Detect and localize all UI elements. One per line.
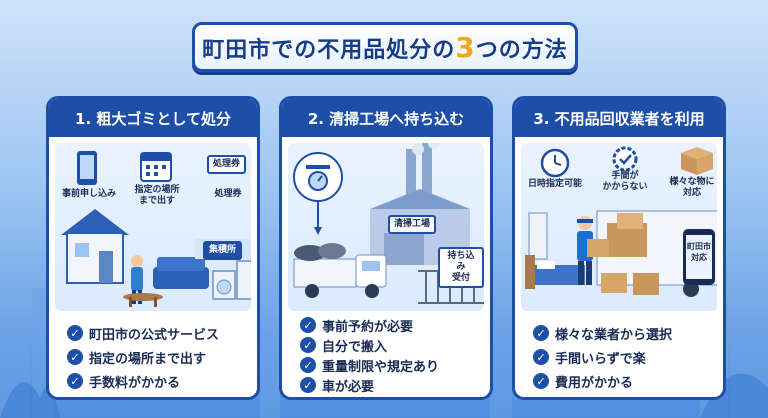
card-1-points: ✓町田市の公式サービス ✓指定の場所まで出す ✓手数料がかかる	[67, 321, 249, 393]
phone-icon	[77, 151, 97, 185]
smartphone-icon	[683, 229, 715, 285]
sofa-icon	[153, 257, 209, 289]
house-icon	[61, 209, 129, 284]
title-suffix: つの方法	[475, 37, 568, 63]
point-item: ✓自分で搬入	[300, 335, 482, 355]
ticket-tag: 処理券	[207, 155, 247, 174]
gear-check-icon	[612, 146, 638, 172]
card-1-title: 1. 粗大ゴミとして処分	[49, 99, 257, 137]
point-item: ✓指定の場所まで出す	[67, 345, 249, 369]
check-icon: ✓	[300, 377, 316, 393]
box-icon	[681, 147, 713, 175]
check-icon: ✓	[67, 349, 83, 365]
title-banner: 町田市での不用品処分の3つの方法	[192, 22, 578, 72]
check-icon: ✓	[300, 317, 316, 333]
label-no-hassle: 手間が かからない	[602, 171, 648, 192]
card-2-illustration: 清掃工場 持ち込み 受付	[288, 143, 484, 311]
bed-icon	[525, 255, 585, 289]
card-1-illustration: 事前申し込み 指定の場所 まで出す 処理券 処理券 集積所	[55, 143, 251, 311]
fridge-icon	[236, 260, 251, 300]
factory-sign: 清掃工場	[388, 215, 437, 234]
check-icon: ✓	[533, 373, 549, 389]
check-icon: ✓	[533, 349, 549, 365]
truck-icon	[293, 243, 387, 298]
point-item: ✓町田市の公式サービス	[67, 321, 249, 345]
table-icon	[123, 293, 163, 307]
method-card-2: 2. 清掃工場へ持ち込む	[279, 96, 493, 400]
gate-sign: 持ち込み 受付	[438, 247, 484, 288]
phone-text: 町田市 対応	[687, 242, 711, 262]
card-3-points: ✓様々な業者から選択 ✓手間いらずで楽 ✓費用がかかる	[533, 321, 715, 393]
check-icon: ✓	[300, 357, 316, 373]
card-3-illustration: 日時指定可能 手間が かからない 様々な物に 対応 町田市 対応	[521, 143, 717, 311]
point-item: ✓手数料がかかる	[67, 369, 249, 393]
method-card-3: 3. 不用品回収業者を利用 日時指定可能	[512, 96, 726, 400]
label-designated-place: 指定の場所 まで出す	[134, 185, 180, 206]
collection-point-sign: 集積所	[203, 241, 243, 260]
point-item: ✓事前予約が必要	[300, 315, 482, 335]
point-item: ✓手間いらずで楽	[533, 345, 715, 369]
point-item: ✓費用がかかる	[533, 369, 715, 393]
label-various-items: 様々な物に 対応	[669, 177, 715, 198]
check-icon: ✓	[67, 325, 83, 341]
scale-icon	[293, 152, 343, 202]
check-icon: ✓	[67, 373, 83, 389]
clock-icon	[540, 148, 570, 178]
calendar-icon	[140, 152, 172, 182]
label-advance-application: 事前申し込み	[61, 189, 116, 199]
check-icon: ✓	[300, 337, 316, 353]
card-3-title: 3. 不用品回収業者を利用	[515, 99, 723, 137]
page-title: 町田市での不用品処分の3つの方法	[202, 31, 568, 64]
worker-icon	[577, 216, 609, 285]
point-item: ✓車が必要	[300, 375, 482, 395]
title-number: 3	[455, 30, 476, 64]
card-2-points: ✓事前予約が必要 ✓自分で搬入 ✓重量制限や規定あり ✓車が必要	[300, 315, 482, 395]
point-item: ✓重量制限や規定あり	[300, 355, 482, 375]
title-text: 町田市での不用品処分の	[202, 37, 456, 63]
check-icon: ✓	[533, 325, 549, 341]
method-card-1: 1. 粗大ゴミとして処分 事前申し込み 指定の場所 まで出す 処理券 処理券 集…	[46, 96, 260, 400]
card-2-title: 2. 清掃工場へ持ち込む	[282, 99, 490, 137]
label-ticket: 処理券	[214, 189, 242, 199]
label-time-designation: 日時指定可能	[527, 179, 582, 189]
point-item: ✓様々な業者から選択	[533, 321, 715, 345]
washing-machine-icon	[212, 270, 236, 300]
